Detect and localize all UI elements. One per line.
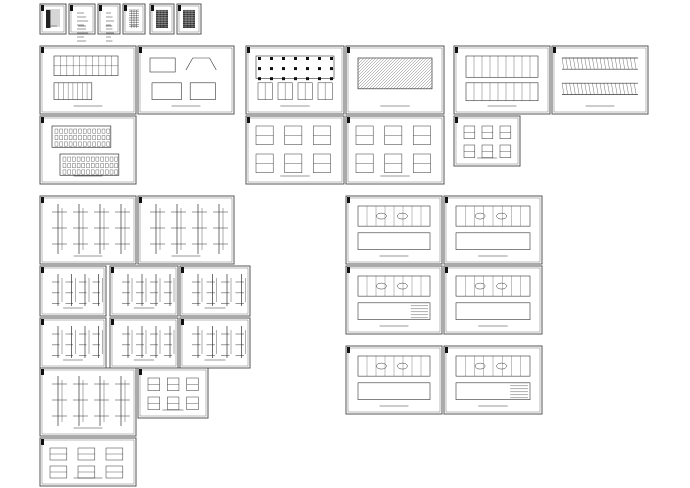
drawing-sheet-riser-diagram[interactable]	[39, 195, 137, 265]
drawing-sheet-plan[interactable]	[443, 195, 543, 265]
drawing-sheet-plan[interactable]	[345, 345, 443, 415]
drawing-sheet-table[interactable]	[122, 3, 146, 35]
drawing-sheet-riser-diagram[interactable]	[39, 317, 107, 369]
drawing-sheet-riser-diagram[interactable]	[179, 265, 251, 317]
drawing-sheet-section[interactable]	[137, 45, 235, 115]
drawing-sheet-column-plan[interactable]	[245, 45, 345, 115]
drawing-sheet-table-dark[interactable]	[176, 3, 202, 35]
drawing-sheet-details[interactable]	[345, 115, 445, 185]
drawing-sheet-details[interactable]	[137, 367, 209, 419]
drawing-sheet-beam-elevation[interactable]	[551, 45, 649, 115]
drawing-sheet-riser-diagram[interactable]	[179, 317, 251, 369]
drawing-sheet-details[interactable]	[453, 115, 521, 167]
drawing-sheet-table-dark[interactable]	[149, 3, 175, 35]
drawing-sheet-notes[interactable]	[68, 3, 96, 42]
drawing-sheet-plan[interactable]	[443, 265, 543, 335]
drawing-sheet-elevation[interactable]	[39, 115, 137, 185]
drawing-sheet-riser-diagram[interactable]	[137, 195, 235, 265]
drawing-sheet-riser-diagram[interactable]	[109, 317, 179, 369]
drawing-sheet-wiring[interactable]	[345, 265, 443, 335]
drawing-sheet-index-table[interactable]	[39, 3, 67, 35]
drawing-sheet-wiring[interactable]	[443, 345, 543, 415]
drawing-sheet-beam-plan[interactable]	[453, 45, 551, 115]
drawing-sheet-hatched-slab[interactable]	[327, 45, 460, 115]
drawing-sheet-details[interactable]	[39, 437, 137, 487]
drawing-sheet-plan[interactable]	[345, 195, 443, 265]
drawing-sheet-details[interactable]	[245, 115, 345, 185]
drawing-sheet-riser-diagram[interactable]	[109, 265, 179, 317]
drawing-sheet-floor-plan[interactable]	[39, 45, 137, 115]
drawing-sheet-riser-diagram[interactable]	[39, 367, 137, 437]
drawing-sheet-notes[interactable]	[97, 3, 121, 42]
drawing-sheet-riser-diagram[interactable]	[39, 265, 107, 317]
